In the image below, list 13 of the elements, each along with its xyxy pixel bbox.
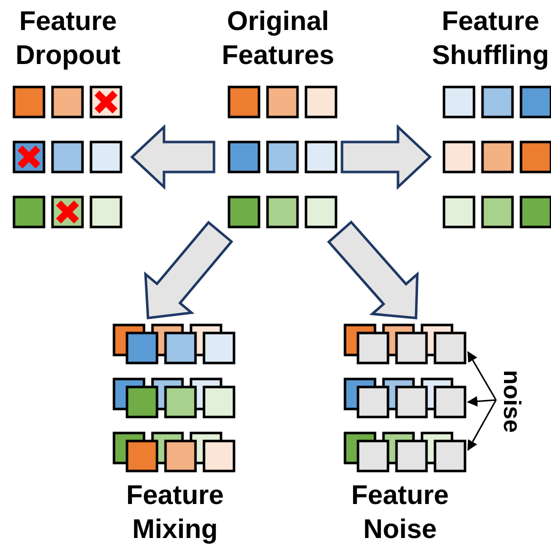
- noise-label: noise: [497, 370, 525, 433]
- block-arrow: [327, 220, 419, 320]
- leader-arrow: [467, 400, 497, 451]
- group-title: Feature Mixing: [125, 479, 225, 546]
- group-title: Original Features: [220, 5, 336, 72]
- block-arrow: [144, 220, 234, 320]
- leader-arrow: [467, 351, 497, 400]
- group-title: Feature Noise: [350, 479, 450, 546]
- leader-arrow: [466, 396, 496, 407]
- block-arrow: [130, 124, 216, 190]
- group-title: Feature Shuffling: [431, 5, 550, 72]
- block-arrow: [340, 124, 432, 190]
- group-title: Feature Dropout: [14, 5, 122, 72]
